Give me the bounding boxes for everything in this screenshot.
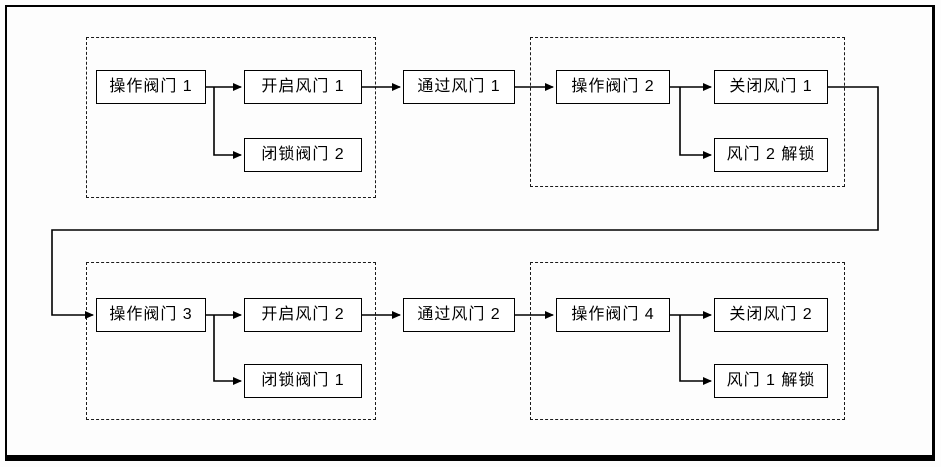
node-pass-damper-2: 通过风门 2 (403, 298, 515, 332)
edge-close-damper-1-to-operate-valve-3 (51, 86, 879, 319)
node-lock-valve-1: 闭锁阀门 1 (244, 364, 362, 398)
node-operate-valve-2: 操作阀门 2 (556, 70, 670, 104)
node-pass-damper-1: 通过风门 1 (403, 70, 515, 104)
stage-4-group (530, 262, 845, 420)
edge-operate-valve-2-to-damper-2-unlock (679, 87, 712, 159)
edge-operate-valve-1-to-lock-valve-2 (213, 87, 242, 159)
node-damper-2-unlock: 风门 2 解锁 (714, 138, 828, 172)
stage-1-group (86, 37, 376, 198)
node-operate-valve-1: 操作阀门 1 (96, 70, 206, 104)
node-operate-valve-4: 操作阀门 4 (556, 298, 670, 332)
node-lock-valve-2: 闭锁阀门 2 (244, 138, 362, 172)
edge-operate-valve-3-to-lock-valve-1 (213, 315, 242, 385)
node-close-damper-2: 关闭风门 2 (714, 298, 828, 332)
stage-2-group (530, 37, 845, 187)
node-close-damper-1: 关闭风门 1 (714, 70, 828, 104)
edge-operate-valve-4-to-damper-1-unlock (679, 315, 712, 385)
stage-3-group (86, 262, 376, 420)
node-damper-1-unlock: 风门 1 解锁 (714, 364, 828, 398)
node-open-damper-2: 开启风门 2 (244, 298, 362, 332)
node-open-damper-1: 开启风门 1 (244, 70, 362, 104)
node-operate-valve-3: 操作阀门 3 (96, 298, 206, 332)
